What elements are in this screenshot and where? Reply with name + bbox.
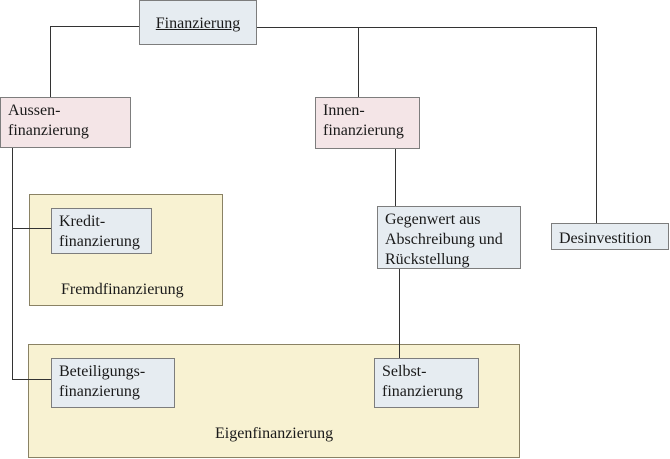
connector-root-aussen [50, 26, 140, 97]
beteiligungsfinanzierung-node: Beteiligungs- finanzierung [51, 358, 175, 408]
innenfinanzierung-node: Innen- finanzierung [315, 97, 420, 149]
desinvestition-node: Desinvestition [551, 223, 669, 250]
selbstfinanzierung-node: Selbst- finanzierung [374, 358, 479, 408]
kreditfinanzierung-node: Kredit- finanzierung [51, 208, 152, 254]
finanzierung-root-node: Finanzierung [139, 0, 257, 45]
fremdfinanzierung-label: Fremdfinanzierung [61, 281, 184, 298]
eigenfinanzierung-label: Eigenfinanzierung [215, 425, 334, 442]
aussenfinanzierung-node: Aussen- finanzierung [0, 97, 131, 148]
connector-root-innen-desinvestition [256, 27, 597, 224]
connector-aussen-children [12, 148, 51, 380]
gegenwert-abschreibung-rueckstellung-node: Gegenwert aus Abschreibung und Rückstell… [377, 206, 521, 269]
